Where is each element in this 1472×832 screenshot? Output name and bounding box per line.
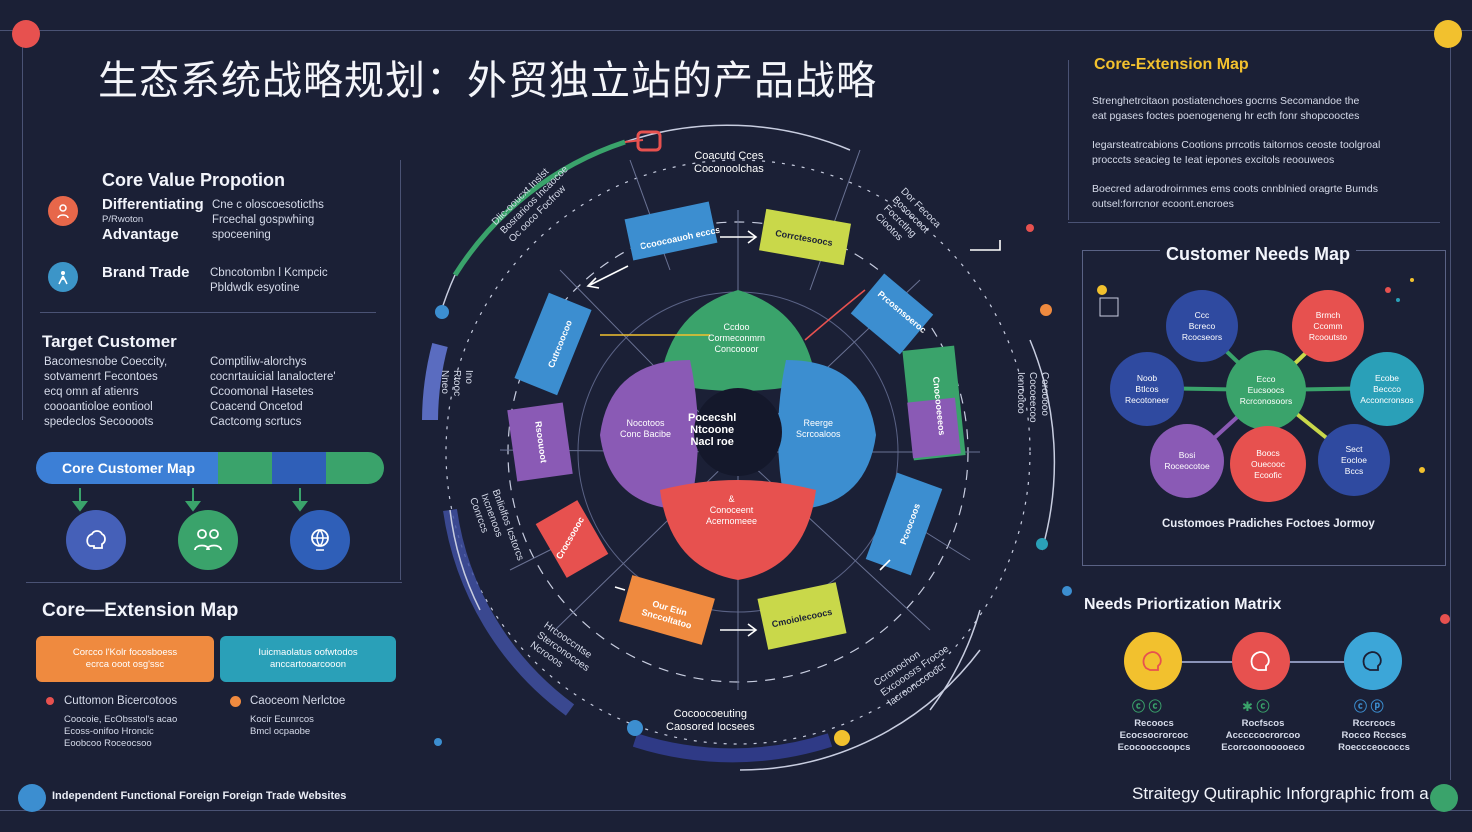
list1-bullet	[46, 697, 54, 705]
green-arc	[452, 139, 626, 277]
list1-items: Coocoie, EcObsstol's acao Ecoss-onifoo H…	[64, 714, 178, 749]
left-navy-arc	[443, 509, 575, 716]
value-prop-divider	[40, 312, 376, 313]
orbit-boxes	[507, 201, 966, 650]
list2-items: Kocir Ecunrcos Bmcl ocpaobe	[250, 714, 314, 737]
right-arc	[1029, 339, 1056, 551]
needs-map-title: Customer Needs Map	[1160, 244, 1357, 265]
priority-glyphs-3: ⓒ ⓟ	[1354, 699, 1384, 714]
left-frame-line	[22, 40, 23, 420]
person-icon	[48, 196, 78, 226]
right-frame-line	[1450, 40, 1451, 780]
right-footer: Straitegy Qutiraphic Inforgraphic from a	[1132, 784, 1429, 803]
core-ext-para-1: Strenghetrcitaon postiatenchoes gocrns S…	[1092, 95, 1360, 122]
value-prop-title: Core Value Propotion	[102, 170, 286, 190]
page-title: 生态系统战略规划：外贸独立站的产品战略	[98, 58, 877, 104]
list1-head: Cuttomon Bicercotoos	[64, 695, 178, 707]
corner-dot-red	[12, 20, 40, 48]
priority-dot-left	[1062, 586, 1072, 596]
petal-left	[600, 360, 698, 510]
ecosystem-diagram	[422, 124, 1056, 771]
red-face-icon	[1232, 632, 1290, 690]
core-ext-box-teal: Iuicmaolatus oofwtodos anccartooarcooon	[220, 636, 396, 682]
outer-dashed-ring	[445, 159, 1031, 745]
core-ext-para-2: Iegarsteatrcabions Cootions prrcotis tai…	[1092, 139, 1381, 166]
core-extension-title-right: Core-Extension Map	[1094, 56, 1249, 73]
petal-right	[778, 360, 876, 510]
corner-dot-yellow	[1434, 20, 1462, 48]
core-customer-map-label: Core Customer Map	[36, 452, 218, 484]
differentiating-advantage-label: Differentiating P/Rwoton Advantage	[102, 196, 204, 243]
blue-face-icon	[1344, 632, 1402, 690]
left-divider	[400, 160, 401, 580]
priority-glyphs-1: ⓒ ⓒ	[1132, 699, 1162, 714]
team-icon	[178, 510, 238, 570]
priority-title: Needs Priortization Matrix	[1084, 596, 1282, 613]
right-top-hline	[1068, 222, 1440, 223]
core-ext-para-3: Boecred adarodroirnmes ems coots cnnblni…	[1092, 183, 1378, 210]
brand-trade-label: Brand Trade	[102, 264, 190, 281]
right-top-divider	[1068, 60, 1069, 220]
core-ext-box-orange: Corcco l'Kolr focosboess ecrca ooot osg'…	[36, 636, 214, 682]
left-short-arc	[422, 342, 448, 421]
target-customer-title: Target Customer	[42, 332, 177, 351]
target-col1: Bacomesnobe Coeccity, sotvamenrt Feconto…	[44, 356, 168, 428]
bottom-navy-arc	[632, 733, 833, 763]
handshake-icon	[48, 262, 78, 292]
petal-bottom	[660, 480, 816, 580]
red-tag	[636, 130, 662, 152]
corner-dot-blue	[18, 784, 46, 812]
differentiating-desc: Cne c oloscoesoticths Frcechal gospwhing…	[212, 199, 324, 241]
bottom-frame-line	[0, 810, 1472, 811]
list2-bullet	[230, 696, 241, 707]
hub-circle	[694, 388, 782, 476]
brand-trade-desc: Cbncotombn l Kcmpcic Pbldwdk esyotine	[210, 267, 328, 294]
brain-icon	[66, 510, 126, 570]
core-customer-map-bar: Core Customer Map	[36, 452, 384, 484]
yellow-face-icon	[1124, 632, 1182, 690]
petal-top	[660, 290, 816, 391]
globe-icon	[290, 510, 350, 570]
list2-head: Caoceom Nerlctoe	[250, 695, 346, 707]
left-hline	[26, 582, 402, 583]
core-extension-title-left: Core—Extension Map	[42, 600, 239, 621]
corner-dot-green	[1430, 784, 1458, 812]
top-frame-line	[0, 30, 1472, 31]
needs-map-footer: Customoes Pradiches Foctoes Jormoy	[1162, 518, 1375, 530]
map-arrows	[72, 488, 308, 512]
priority-dot-right	[1440, 614, 1450, 624]
left-footer: Independent Functional Foreign Foreign T…	[52, 790, 347, 802]
priority-glyphs-2: ✱ ⓒ	[1242, 699, 1270, 714]
target-col2: Comptiliw-alorchys cocnrtauicial lanaloc…	[210, 356, 336, 428]
